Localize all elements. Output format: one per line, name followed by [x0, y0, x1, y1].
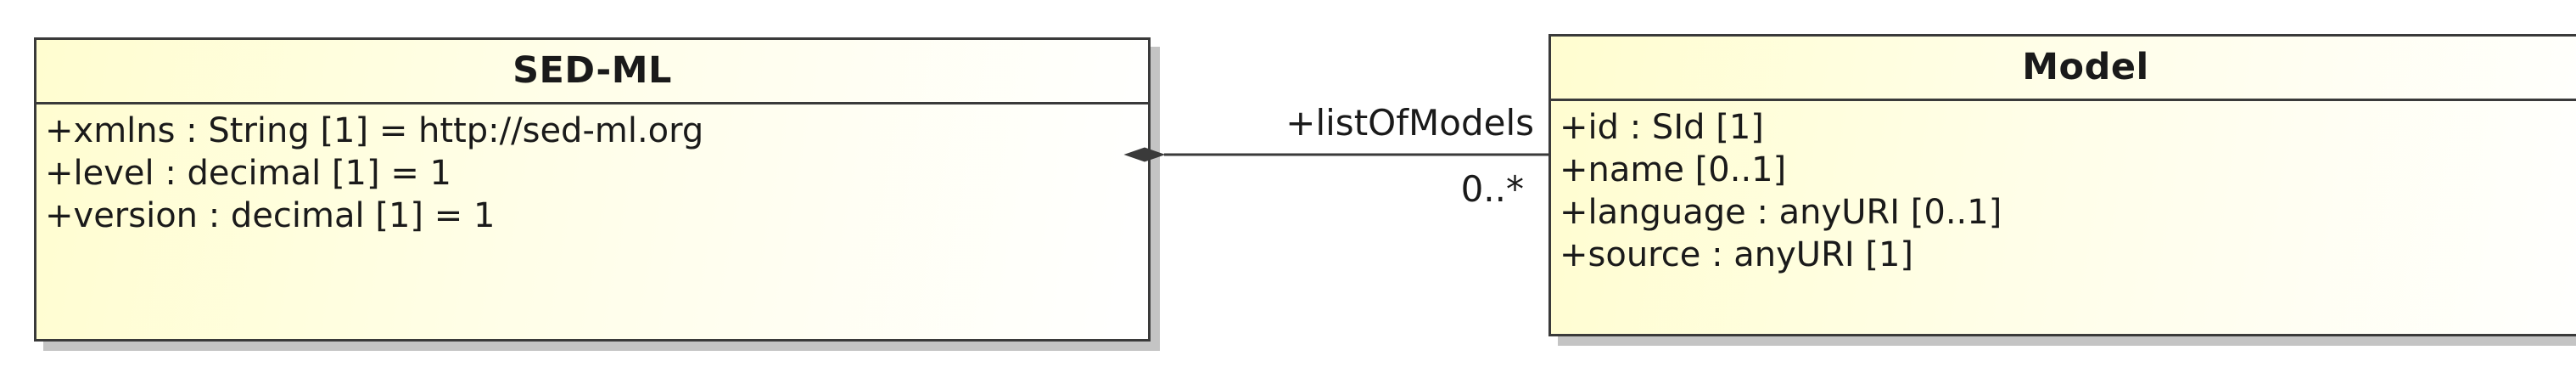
attribute-level: +level : decimal [1] = 1	[45, 154, 452, 193]
attribute-language: +language : anyURI [0..1]	[1560, 193, 2002, 232]
attributes-sedml: +xmlns : String [1] = http://sed-ml.org …	[36, 104, 1148, 237]
class-name-model: Model	[1551, 37, 2576, 101]
association-role-label: +listOfModels	[1285, 102, 1534, 144]
attribute-name: +name [0..1]	[1560, 150, 1787, 189]
association-multiplicity-label: 0..*	[1460, 168, 1524, 210]
attribute-version: +version : decimal [1] = 1	[45, 196, 496, 235]
attribute-xmlns: +xmlns : String [1] = http://sed-ml.org	[45, 111, 704, 150]
class-model[interactable]: Model +id : SId [1] +name [0..1] +langua…	[1548, 34, 2576, 336]
attribute-source: +source : anyURI [1]	[1560, 235, 1914, 274]
class-name-sedml: SED-ML	[36, 40, 1148, 104]
attributes-model: +id : SId [1] +name [0..1] +language : a…	[1551, 101, 2576, 276]
class-sedml[interactable]: SED-ML +xmlns : String [1] = http://sed-…	[34, 37, 1151, 342]
attribute-id: +id : SId [1]	[1560, 108, 1764, 147]
